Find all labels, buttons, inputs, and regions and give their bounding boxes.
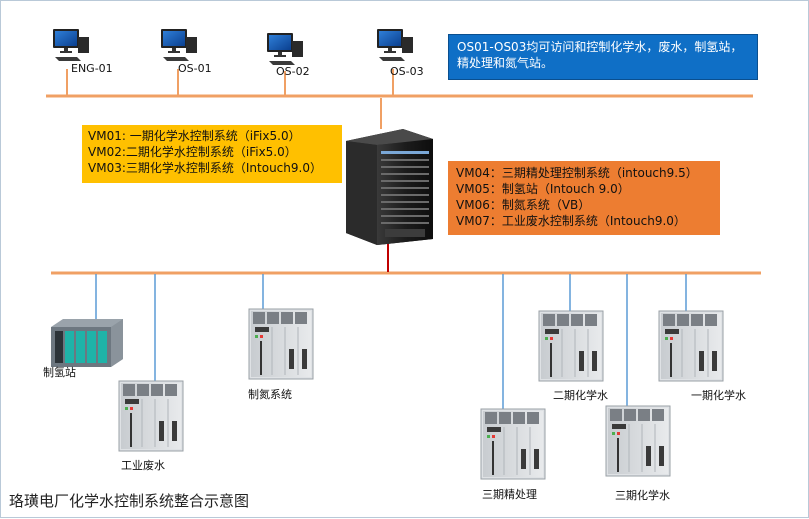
- access-note-text: OS01-OS03均可访问和控制化学水，废水，制氢站，精处理和氮气站。: [457, 40, 743, 70]
- vm02-label: VM02:二期化学水控制系统（iFix5.0）: [88, 145, 297, 159]
- diagram-title: 珞璜电厂化学水控制系统整合示意图: [9, 492, 250, 510]
- workstation-label-os-03: OS-03: [390, 65, 424, 78]
- workstation-label-os-02: OS-02: [276, 65, 310, 78]
- vm-list-right: VM04：三期精处理控制系统（intouch9.5） VM05：制氢站（Into…: [448, 161, 720, 235]
- plc-rack-icon: [658, 310, 724, 382]
- plc-label-nitrogen-system: 制氮系统: [248, 388, 292, 401]
- vm06-label: VM06：制氮系统（VB）: [456, 198, 591, 212]
- vm05-label: VM05：制氢站（Intouch 9.0）: [456, 182, 630, 196]
- vm07-label: VM07：工业废水控制系统（Intouch9.0）: [456, 214, 686, 228]
- plc-label-phase2-water: 二期化学水: [553, 389, 608, 402]
- siemens-plc-icon: [51, 319, 123, 367]
- vm-list-left: VM01: 一期化学水控制系统（iFix5.0） VM02:二期化学水控制系统（…: [82, 125, 342, 183]
- desktop-computer-icon: [53, 29, 89, 61]
- plc-rack-icon: [118, 380, 184, 452]
- access-note: OS01-OS03均可访问和控制化学水，废水，制氢站，精处理和氮气站。: [448, 34, 758, 80]
- server-rack-icon: [346, 129, 433, 245]
- plc-label-phase3-water: 三期化学水: [615, 489, 670, 502]
- plc-rack-icon: [480, 408, 546, 480]
- desktop-computer-icon: [267, 33, 303, 65]
- desktop-computer-icon: [377, 29, 413, 61]
- plc-rack-icon: [248, 308, 314, 380]
- plc-rack-icon: [538, 310, 604, 382]
- workstation-label-os-01: OS-01: [178, 62, 212, 75]
- plc-label-phase1-water: 一期化学水: [691, 389, 746, 402]
- plc-label-phase3-polishing: 三期精处理: [482, 488, 537, 501]
- vm03-label: VM03:三期化学水控制系统（Intouch9.0）: [88, 161, 322, 175]
- plc-label-h2-station: 制氢站: [43, 366, 76, 379]
- desktop-computer-icon: [161, 29, 197, 61]
- workstation-label-eng-01: ENG-01: [71, 62, 113, 75]
- plc-label-industrial-wastewater: 工业废水: [121, 459, 165, 472]
- vm01-label: VM01: 一期化学水控制系统（iFix5.0）: [88, 129, 301, 143]
- vm04-label: VM04：三期精处理控制系统（intouch9.5）: [456, 166, 698, 180]
- plc-rack-icon: [605, 405, 671, 477]
